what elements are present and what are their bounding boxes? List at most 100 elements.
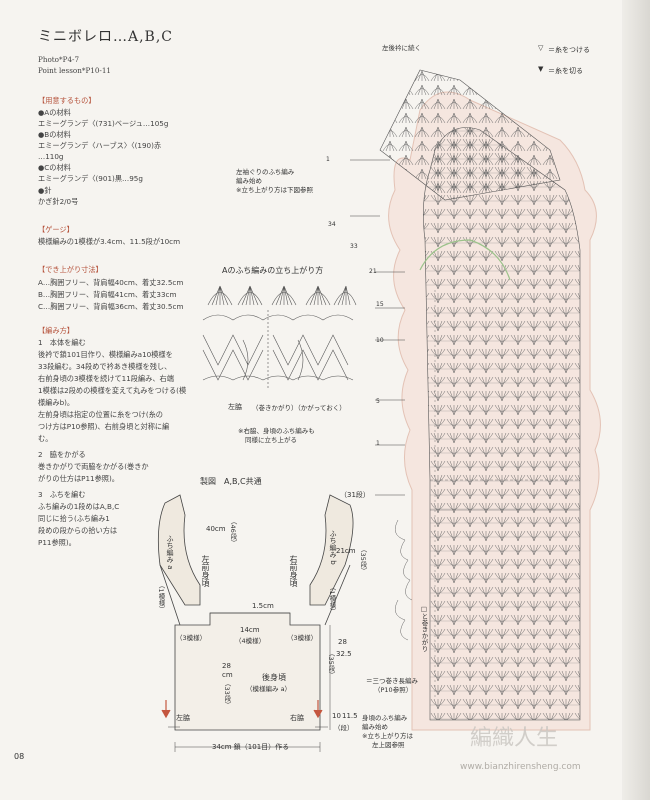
- chart-top-note: 左後衿に続く: [382, 44, 421, 52]
- schematic-h325: 32.5: [336, 650, 352, 658]
- edge-chart-title: Aのふち編みの立ち上がり方: [222, 266, 324, 275]
- gauge-text: 模様編みの1模様が3.4cm、11.5段が10cm: [38, 237, 181, 246]
- material-b-text1: エミーグランデ〈ハーブス〉〈(190)赤: [38, 141, 162, 150]
- schematic-edge-b: ふち編み b: [329, 530, 337, 565]
- method-heading: 【編み方】: [38, 326, 74, 335]
- schematic-width-40: 40cm: [206, 525, 226, 533]
- step1-line8: む。: [38, 434, 53, 443]
- schematic-left-front: 左前身頃: [201, 555, 210, 587]
- row-number: 34: [328, 221, 336, 228]
- row-number: 1: [326, 156, 330, 163]
- chart-body-edge-4: 左上図参照: [372, 741, 405, 749]
- schematic-mid-14: 14cm: [240, 626, 260, 634]
- step1-line2: 33段編む。34段めで衿あき模様を残し、: [38, 362, 172, 371]
- row-number: 1: [376, 440, 380, 447]
- schematic-side-right: 右脇: [290, 714, 304, 722]
- material-a-label: ●Aの材料: [38, 108, 71, 117]
- schematic-bottom: 34cm 鎖（101目）作る: [212, 743, 290, 751]
- edge-chart-note1: ※右脇、身頃のふち編みも: [238, 427, 315, 435]
- legend-cut-text: ＝糸を切る: [548, 67, 583, 75]
- schematic-drawing: [157, 494, 354, 752]
- edge-chart-side: 左脇: [228, 403, 242, 411]
- schematic-dim-115: 11.5: [342, 712, 358, 720]
- size-a: A…胸囲フリー、背肩幅40cm、着丈32.5cm: [38, 278, 184, 287]
- step1-line5: 様編みb)。: [38, 398, 75, 407]
- schematic-rows-right: （35段）: [327, 650, 335, 678]
- schematic-right-front: 右前身頃: [289, 555, 298, 587]
- schematic-side-left: 左脇: [176, 714, 190, 722]
- schematic-rows-33: （33段）: [223, 680, 231, 708]
- crochet-chart: [350, 69, 601, 731]
- chart-body-edge-3: ※立ち上がり方は: [362, 732, 413, 740]
- schematic-h28-right: 28: [338, 638, 347, 646]
- edge-chart-note2: 同様に立ち上がる: [245, 436, 297, 444]
- schematic-gap: 1.5cm: [252, 602, 274, 610]
- schematic-rows-46: （46段）: [229, 518, 237, 546]
- step1-title: 1 本体を編む: [38, 338, 86, 347]
- page-binding: [622, 0, 650, 800]
- page-number: 08: [14, 752, 25, 761]
- material-c-text: エミーグランデ〈(901)黒…95g: [38, 174, 143, 183]
- step3-title: 3 ふちを編む: [38, 490, 86, 499]
- step1-line6: 左前身頃は指定の位置に糸をつけ(糸の: [38, 410, 163, 419]
- legend-attach-text: ＝糸をつける: [548, 46, 590, 54]
- schematic-three-left: （3模様）: [176, 634, 207, 642]
- materials-heading: 【用意するもの】: [38, 96, 96, 105]
- legend-attach-icon: ▽: [538, 44, 544, 52]
- edge-chart-wrap: （巻きかがり）（かがっておく）: [252, 404, 346, 412]
- step2-line1: 巻きかがりで両脇をかがる(巻きか: [38, 462, 149, 471]
- page-title: ミニボレロ…A,B,C: [38, 29, 174, 45]
- material-b-label: ●Bの材料: [38, 130, 71, 139]
- schematic-dim-10: 10: [332, 712, 341, 720]
- step3-line2: 同じに拾う(ふち編み1: [38, 514, 110, 523]
- schematic-one-pattern-right: （1模様）: [328, 584, 336, 615]
- schematic-title: 製図 A,B,C共通: [200, 477, 262, 486]
- schematic-one-pattern-left: （1模様）: [157, 582, 165, 613]
- chart-edge-start-1: 左袖ぐりのふち編み: [236, 168, 295, 176]
- chart-bottom-note-1: ＝三つ巻き長編み: [366, 677, 418, 685]
- chart-body-edge-2: 編み始め: [362, 723, 388, 731]
- step2-title: 2 脇をかがる: [38, 450, 86, 459]
- step1-line7: つけ方はP10参照)、右前身頃と対称に編: [38, 422, 170, 431]
- chart-edge-start-2: 編み始め: [236, 177, 262, 185]
- schematic-cm: cm: [222, 671, 233, 679]
- row-number: 10: [376, 337, 384, 344]
- legend-cut-icon: ▼: [538, 65, 544, 73]
- size-heading: 【でき上がり寸法】: [38, 265, 103, 274]
- watermark-logo: 編織人生: [470, 726, 559, 751]
- schematic-back-sub: （模様編み a）: [246, 685, 292, 693]
- step1-line4: 1模様は2段めの模様を変えて丸みをつける(模: [38, 386, 187, 395]
- row-number: 15: [376, 301, 384, 308]
- chart-bottom-note-2: （P10参照）: [374, 686, 413, 694]
- step2-line2: がりの仕方はP11参照)。: [38, 474, 119, 483]
- material-a-text: エミーグランデ〈(731)ベージュ…105g: [38, 119, 169, 128]
- size-c: C…胸囲フリー、背肩幅36cm、着丈30.5cm: [38, 302, 184, 311]
- schematic-mid-4: （4模様）: [235, 637, 266, 645]
- step3-line1: ふち編みの1段めはA,B,C: [38, 502, 120, 511]
- step1-line1: 後衿で鎖101目作り、模様編みa10模様を: [38, 350, 173, 359]
- chart-wrap-note: □と巻きかがり: [420, 605, 428, 652]
- step3-line3: 段めの段からの拾い方は: [38, 526, 118, 535]
- schematic-rows-35: （35段）: [359, 546, 367, 574]
- step3-line4: P11参照)。: [38, 538, 76, 547]
- material-b-text2: …110g: [38, 152, 64, 161]
- schematic-three-right: （3模様）: [287, 634, 318, 642]
- watermark-url: www.bianzhirensheng.com: [460, 762, 581, 772]
- schematic-width-21: 21cm: [336, 547, 356, 555]
- schematic-h28: 28: [222, 662, 231, 670]
- schematic-dim-row: （段）: [334, 724, 354, 732]
- lesson-ref: Point lesson*P10-11: [38, 66, 112, 75]
- row-number: 33: [350, 243, 358, 250]
- photo-ref: Photo*P4-7: [38, 55, 80, 64]
- row-number: 5: [376, 398, 380, 405]
- chart-edge-start-3: ※立ち上がり方は下図参照: [236, 186, 313, 194]
- schematic-rows-31: （31段）: [340, 491, 370, 499]
- gauge-heading: 【ゲージ】: [38, 225, 74, 234]
- material-c-label: ●Cの材料: [38, 163, 71, 172]
- edge-chart-diagram: [202, 285, 357, 390]
- row-number: 21: [369, 268, 377, 275]
- schematic-edge-a: ふち編み a: [166, 535, 174, 570]
- size-b: B…胸囲フリー、背肩幅41cm、着丈33cm: [38, 290, 177, 299]
- step1-line3: 右前身頃の3模様を続けて11段編み、右端: [38, 374, 174, 383]
- chart-body-edge-1: 身頃のふち編み: [362, 714, 408, 722]
